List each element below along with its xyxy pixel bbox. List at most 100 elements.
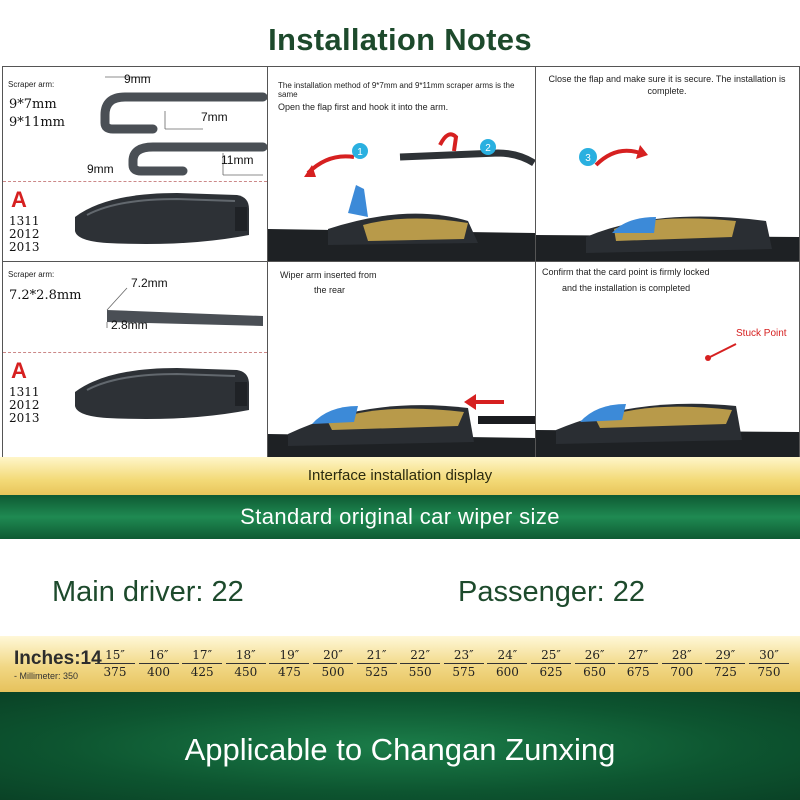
interface-label: Interface installation display — [307, 467, 493, 484]
adapter-image — [75, 368, 249, 419]
step-badge-3: 3 — [585, 153, 591, 164]
size-inch: 24″ — [487, 648, 528, 664]
inches-text: Inches: — [14, 648, 81, 669]
main-driver-size: Main driver: 22 — [52, 576, 244, 608]
spec-7x2: 7.2*2.8mm — [9, 288, 82, 303]
year-label: 2012 — [9, 398, 40, 412]
size-mm: 475 — [277, 665, 301, 679]
spec-9x11: 9*11mm — [9, 115, 65, 130]
size-inch: 20″ — [313, 648, 353, 664]
panel-scraper-arm-9mm: Scraper arm: 9*7mm 9*11mm 9mm 7mm 9mm 11… — [3, 67, 267, 261]
divider — [3, 261, 799, 262]
dim-label: 2.8mm — [111, 318, 148, 332]
dim-label: 11mm — [221, 153, 254, 167]
year-label: 2013 — [9, 240, 40, 254]
size-inch: 15″ — [95, 648, 135, 664]
size-mm: 525 — [365, 665, 389, 679]
wiper-insert-illustration — [268, 394, 535, 457]
step-note: Open the flap first and hook it into the… — [278, 102, 449, 112]
size-inch: 22″ — [400, 648, 441, 664]
separator — [3, 352, 267, 353]
size-inch: 21″ — [356, 648, 397, 664]
adapter-letter: A — [11, 358, 27, 383]
passenger-size: Passenger: 22 — [458, 576, 646, 608]
size-inch: 16″ — [138, 648, 179, 664]
adapter-letter: A — [11, 187, 27, 212]
inches-label: Inches:14 — [14, 648, 102, 670]
year-label: 1311 — [9, 385, 40, 399]
size-inch: 23″ — [443, 648, 484, 664]
dim-label: 9mm — [87, 162, 114, 176]
size-mm: 600 — [495, 665, 519, 679]
size-inch: 25″ — [531, 648, 571, 664]
step-note: and the installation is completed — [562, 283, 691, 293]
divider — [535, 67, 536, 457]
scraper-arm-label: Scraper arm: — [8, 270, 55, 279]
step-insert-arm: Wiper arm inserted from the rear — [268, 262, 535, 457]
size-mm: 400 — [147, 665, 171, 679]
size-column: 20″500 — [313, 648, 353, 679]
size-mm: 725 — [713, 665, 737, 679]
flat-arm-diagram — [106, 287, 263, 328]
size-mm: 675 — [626, 665, 650, 679]
size-inch: 28″ — [661, 648, 702, 664]
interface-display-band: Interface installation display — [0, 457, 800, 495]
adapter-image — [75, 193, 249, 244]
applicable-text: Applicable to Changan Zunxing — [184, 732, 616, 767]
size-mm: 550 — [408, 665, 432, 679]
size-inch: 27″ — [618, 648, 659, 664]
wiper-locked-illustration — [536, 343, 799, 457]
step-close-flap: Close the flap and make sure it is secur… — [536, 67, 799, 261]
size-column: 19″475 — [269, 648, 310, 679]
size-column: 30″750 — [749, 648, 789, 679]
step-note: Close the flap and make sure it is secur… — [548, 74, 786, 96]
stuck-point-label: Stuck Point — [736, 328, 787, 339]
size-mm: 650 — [583, 665, 607, 679]
size-column: 18″450 — [225, 648, 266, 679]
size-mm: 700 — [670, 665, 694, 679]
dim-label: 9mm — [124, 72, 151, 86]
size-column: 25″625 — [531, 648, 571, 679]
dim-label: 7mm — [201, 110, 228, 124]
size-mm: 575 — [452, 665, 476, 679]
size-inch: 30″ — [749, 648, 789, 664]
size-column: 23″575 — [443, 648, 484, 679]
size-mm: 425 — [190, 665, 214, 679]
size-mm: 450 — [234, 665, 258, 679]
size-column: 21″525 — [356, 648, 397, 679]
step-badge-2: 2 — [485, 143, 491, 154]
dim-label: 7.2mm — [131, 276, 168, 290]
size-column: 28″700 — [661, 648, 702, 679]
page-title: Installation Notes — [268, 22, 532, 57]
step-note: Confirm that the card point is firmly lo… — [542, 267, 710, 277]
size-inch: 17″ — [182, 648, 223, 664]
step-note: the rear — [314, 285, 346, 295]
step-note: Wiper arm inserted from — [280, 270, 377, 280]
size-column: 24″600 — [487, 648, 528, 679]
hook-arm-diagram — [100, 76, 267, 176]
size-column: 22″550 — [400, 648, 441, 679]
size-column: 29″725 — [705, 648, 746, 679]
separator — [3, 181, 267, 182]
size-column: 17″425 — [182, 648, 223, 679]
size-column: 27″675 — [618, 648, 659, 679]
year-label: 1311 — [9, 214, 40, 228]
size-heading: Standard original car wiper size — [240, 504, 560, 529]
step-hook-arm: The installation method of 9*7mm and 9*1… — [268, 67, 535, 261]
size-inch: 29″ — [705, 648, 746, 664]
size-inch: 18″ — [225, 648, 266, 664]
step-note: The installation method of 9*7mm and 9*1… — [278, 81, 515, 99]
size-mm: 375 — [103, 665, 127, 679]
installation-grid: Scraper arm: 9*7mm 9*11mm 9mm 7mm 9mm 11… — [2, 66, 800, 458]
scraper-arm-label: Scraper arm: — [8, 80, 55, 89]
divider — [267, 67, 268, 457]
size-mm: 500 — [321, 665, 345, 679]
step-badge-1: 1 — [357, 147, 363, 158]
panel-scraper-arm-7mm: Scraper arm: 7.2*2.8mm 7.2mm 2.8mm A 131… — [3, 262, 267, 457]
spec-9x7: 9*7mm — [9, 97, 57, 112]
applicable-band: Applicable to Changan Zunxing — [0, 692, 800, 800]
millimeter-label: - Millimeter: 350 — [14, 671, 79, 681]
step-confirm-lock: Confirm that the card point is firmly lo… — [536, 262, 799, 457]
size-column: 15″375 — [95, 648, 135, 679]
